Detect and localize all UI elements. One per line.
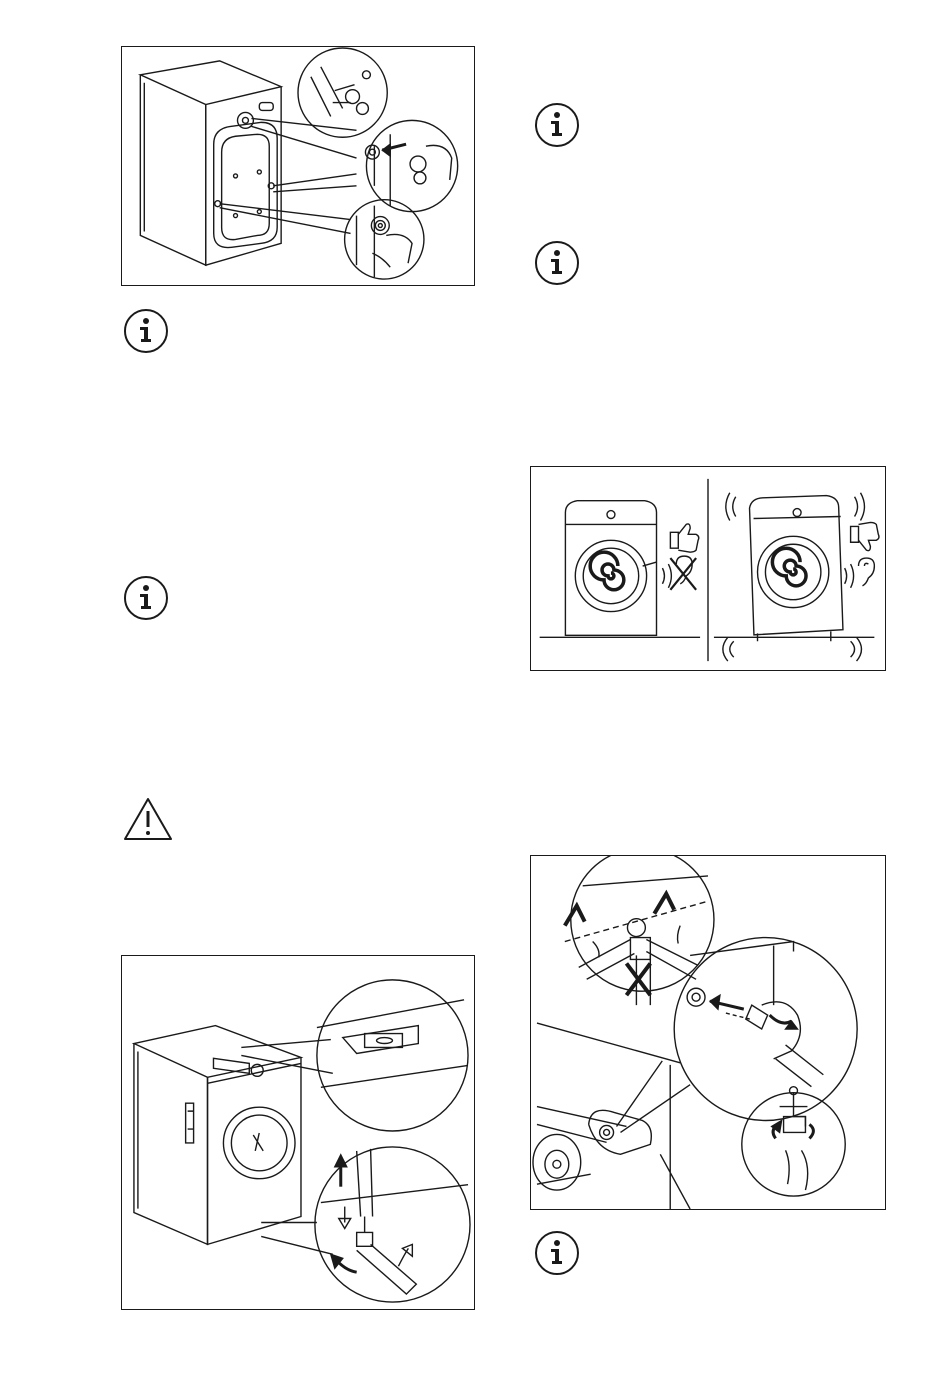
figure-inlet-hose [530, 855, 886, 1210]
figure-vibration-noise [530, 466, 886, 671]
warning-triangle-icon [123, 797, 173, 841]
figure-level-appliance [121, 955, 475, 1310]
thumbs-down-icon [851, 522, 879, 550]
thumbs-up-icon [670, 524, 698, 552]
information-icon [534, 1230, 580, 1276]
inlet-hose-connection-illustration [531, 856, 885, 1209]
vibration-noise-comparison-illustration [531, 467, 885, 670]
spirit-level-adjust-feet-illustration [122, 956, 474, 1309]
crossed-ear-icon [670, 556, 696, 590]
ear-icon [859, 558, 875, 586]
figure-remove-transit-bolts [121, 46, 475, 286]
information-icon [534, 240, 580, 286]
transit-bolt-removal-illustration [122, 47, 474, 285]
information-icon [123, 308, 169, 354]
information-icon [123, 575, 169, 621]
information-icon [534, 102, 580, 148]
